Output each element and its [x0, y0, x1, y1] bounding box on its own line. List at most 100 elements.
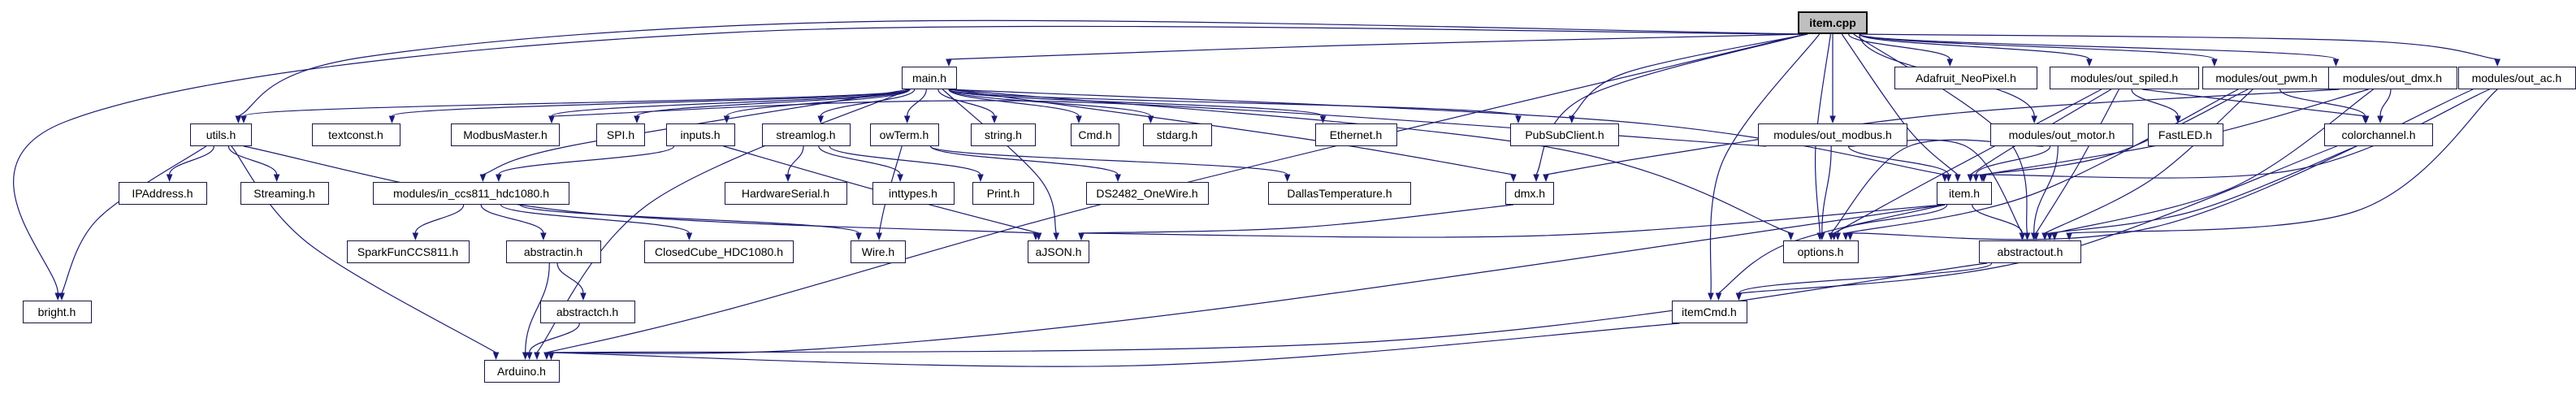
graph-edge-item_cpp-out_pwm [1859, 33, 2215, 60]
graph-edge-out_pwm-item_h [1981, 89, 2249, 175]
graph-node-itemcmd_h[interactable]: itemCmd.h [1671, 301, 1747, 323]
arrowhead-main_h-inputs_h [723, 115, 730, 123]
graph-node-adafruit_neopixel[interactable]: Adafruit_NeoPixel.h [1894, 67, 2037, 89]
arrowhead-item_cpp-out_motor [2031, 115, 2037, 123]
graph-edge-inputs_h-in_ccs811 [498, 145, 675, 175]
graph-node-out_dmx[interactable]: modules/out_dmx.h [2327, 67, 2457, 89]
graph-edge-utils_h-bright_h [61, 145, 207, 294]
graph-node-string_h[interactable]: string.h [971, 123, 1036, 146]
graph-edge-out_modbus-item_h [1847, 145, 1950, 175]
graph-node-stdarg_h[interactable]: stdarg.h [1142, 123, 1212, 146]
graph-node-ds2482[interactable]: DS2482_OneWire.h [1085, 182, 1209, 205]
arrowhead-item_cpp-out_ac [2494, 58, 2501, 67]
graph-node-modbusmaster_h[interactable]: ModbusMaster.h [451, 123, 560, 146]
graph-node-inputs_h[interactable]: inputs.h [665, 123, 735, 146]
graph-edge-abstractin_h-abstractch_h [556, 262, 584, 294]
arrowhead-out_spiled-fastled_h [2175, 115, 2181, 123]
graph-node-streamlog_h[interactable]: streamlog.h [761, 123, 851, 146]
arrowhead-main_h-cmd_h [1076, 115, 1082, 123]
arrowhead-out_modbus-item_h [1945, 174, 1952, 182]
graph-edge-utils_h-arduino_h [231, 145, 496, 353]
arrowhead-out_spiled-item_h [1967, 174, 1974, 182]
graph-node-out_modbus[interactable]: modules/out_modbus.h [1758, 123, 1907, 146]
arrowhead-item_h-ajson_h [1078, 232, 1085, 240]
graph-node-arduino_h[interactable]: Arduino.h [483, 360, 560, 383]
arrowhead-out_modbus-options_h [1819, 232, 1825, 240]
arrowhead-utils_h-ipaddress_h [166, 174, 173, 182]
graph-edge-in_ccs811-closedcube [500, 204, 690, 234]
graph-node-bright_h[interactable]: bright.h [22, 301, 92, 323]
graph-edge-in_ccs811-abstractin_h [480, 204, 544, 234]
graph-node-ethernet_h[interactable]: Ethernet.h [1314, 123, 1397, 146]
graph-edge-main_h-inputs_h [725, 89, 911, 117]
graph-edge-item_cpp-out_dmx [1859, 33, 2337, 60]
graph-node-ipaddress_h[interactable]: IPAddress.h [118, 182, 207, 205]
graph-node-hardwareserial_h[interactable]: HardwareSerial.h [724, 182, 847, 205]
graph-node-abstractout_h[interactable]: abstractout.h [1979, 240, 2081, 263]
graph-edge-out_motor-item_h [1975, 145, 2051, 175]
arrowhead-in_ccs811-abstractin_h [540, 232, 547, 240]
arrowhead-main_h-arduino_h [534, 352, 540, 360]
graph-edge-in_ccs811-sparkfun [414, 204, 465, 234]
graph-node-owterm_h[interactable]: owTerm.h [869, 123, 939, 146]
graph-node-options_h[interactable]: options.h [1782, 240, 1859, 263]
graph-node-abstractch_h[interactable]: abstractch.h [539, 301, 635, 323]
graph-edge-item_cpp-item_h [1841, 33, 1959, 175]
graph-node-inttypes_h[interactable]: inttypes.h [872, 182, 955, 205]
graph-edge-main_h-dmx_h [948, 89, 1514, 175]
graph-edge-out_pwm-options_h [1845, 89, 2239, 234]
graph-node-item_h[interactable]: item.h [1937, 182, 1992, 205]
arrowhead-inputs_h-in_ccs811 [496, 174, 502, 182]
arrowhead-main_h-owterm_h [903, 115, 911, 123]
graph-edge-item_h-arduino_h [551, 204, 1946, 354]
graph-edge-main_h-modbusmaster_h [551, 89, 911, 117]
graph-node-out_spiled[interactable]: modules/out_spiled.h [2050, 67, 2199, 89]
graph-node-abstractin_h[interactable]: abstractin.h [505, 240, 601, 263]
arrowhead-out_ac-abstractout_h [2066, 232, 2072, 240]
graph-node-in_ccs811[interactable]: modules/in_ccs811_hdc1080.h [373, 182, 569, 205]
graph-node-out_ac[interactable]: modules/out_ac.h [2457, 67, 2576, 89]
graph-node-sparkfun[interactable]: SparkFunCCS811.h [346, 240, 470, 263]
graph-node-fastled_h[interactable]: FastLED.h [2147, 123, 2223, 146]
graph-node-pubsubclient_h[interactable]: PubSubClient.h [1510, 123, 1619, 146]
arrowhead-owterm_h-wire_h [876, 232, 882, 240]
graph-node-ajson_h[interactable]: aJSON.h [1028, 240, 1089, 263]
arrowhead-out_modbus-modbusmaster_h [548, 115, 555, 123]
graph-node-dallastemperature[interactable]: DallasTemperature.h [1268, 182, 1411, 205]
graph-edge-main_h-owterm_h [907, 89, 927, 117]
graph-edge-item_h-ajson_h [1080, 204, 1946, 238]
graph-node-closedcube[interactable]: ClosedCube_HDC1080.h [644, 240, 794, 263]
graph-edge-owterm_h-dallastemperature [929, 145, 1288, 175]
graph-node-utils_h[interactable]: utils.h [190, 123, 252, 146]
arrowhead-item_cpp-item_h [1955, 174, 1961, 182]
graph-node-streaming_h[interactable]: Streaming.h [240, 182, 329, 205]
graph-node-print_h[interactable]: Print.h [972, 182, 1034, 205]
graph-node-colorchannel_h[interactable]: colorchannel.h [2324, 123, 2433, 146]
graph-node-spi_h[interactable]: SPI.h [596, 123, 645, 146]
graph-edge-main_h-options_h [948, 89, 1791, 234]
arrowhead-item_cpp-bright_h [54, 292, 61, 301]
graph-node-textconst_h[interactable]: textconst.h [311, 123, 400, 146]
graph-node-wire_h[interactable]: Wire.h [851, 240, 906, 263]
graph-node-out_motor[interactable]: modules/out_motor.h [1990, 123, 2133, 146]
arrowhead-item_cpp-adafruit_neopixel [1946, 58, 1954, 67]
graph-edge-item_cpp-out_ac [1859, 33, 2498, 60]
arrowhead-out_ac-item_h [1981, 174, 1987, 182]
graph-node-dmx_h[interactable]: dmx.h [1505, 182, 1554, 205]
arrowhead-main_h-utils_h [240, 115, 247, 123]
arrowhead-owterm_h-ds2482 [1115, 174, 1121, 182]
arrowhead-out_motor-item_h [1972, 174, 1980, 182]
graph-edge-item_cpp-utils_h [238, 19, 1807, 117]
graph-edge-dmx_h-ajson_h [1080, 204, 1514, 234]
graph-node-main_h[interactable]: main.h [902, 67, 957, 89]
graph-edge-item_cpp-adafruit_neopixel [1848, 33, 1950, 60]
arrowhead-out_dmx-abstractout_h [2051, 232, 2058, 240]
graph-node-item_cpp[interactable]: item.cpp [1798, 11, 1868, 34]
graph-edge-out_ac-item_h [1983, 89, 2490, 179]
graph-node-cmd_h[interactable]: Cmd.h [1071, 123, 1119, 146]
arrowhead-main_h-string_h [991, 115, 998, 123]
graph-node-out_pwm[interactable]: modules/out_pwm.h [2202, 67, 2331, 89]
arrowhead-item_cpp-out_spiled [2086, 58, 2093, 67]
arrowhead-item_cpp-abstractout_h [2024, 232, 2031, 240]
arrowhead-streamlog_h-inttypes_h [897, 174, 903, 182]
